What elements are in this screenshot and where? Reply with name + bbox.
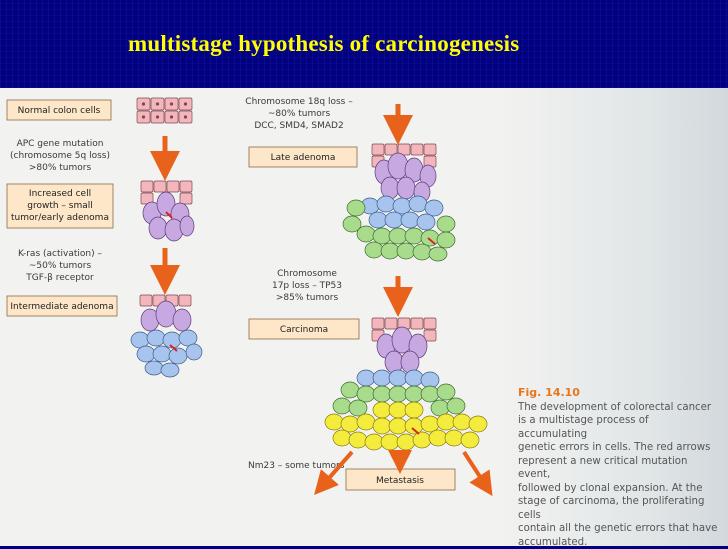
svg-text:~80% tumors: ~80% tumors bbox=[268, 109, 331, 119]
arrow-metastasis-right bbox=[462, 450, 493, 497]
slide-title: multistage hypothesis of carcinogenesis bbox=[128, 31, 520, 56]
svg-text:tumor/early adenoma: tumor/early adenoma bbox=[11, 213, 109, 223]
svg-text:>80% tumors: >80% tumors bbox=[29, 163, 92, 173]
svg-text:Metastasis: Metastasis bbox=[376, 476, 424, 486]
svg-text:Late adenoma: Late adenoma bbox=[271, 153, 336, 163]
carcinoma-illustration bbox=[324, 317, 488, 451]
svg-text:Increased cell: Increased cell bbox=[29, 189, 91, 199]
stage-box-growth: Increased cell growth – small tumor/earl… bbox=[6, 183, 114, 229]
caption-line: accumulated. bbox=[518, 536, 588, 548]
caption-line: followed by clonal expansion. At the bbox=[518, 482, 703, 494]
svg-text:Carcinoma: Carcinoma bbox=[280, 325, 328, 335]
chr18-text: Chromosome 18q loss – ~80% tumors DCC, S… bbox=[245, 97, 353, 131]
apc-text: APC gene mutation (chromosome 5q loss) >… bbox=[10, 139, 110, 173]
stage-box-metastasis: Metastasis bbox=[345, 468, 456, 491]
caption-line: genetic errors in cells. The red arrows bbox=[518, 442, 711, 453]
header-texture bbox=[0, 0, 728, 88]
svg-text:K-ras (activation) –: K-ras (activation) – bbox=[18, 249, 102, 259]
svg-text:>85% tumors: >85% tumors bbox=[276, 293, 339, 303]
early-adenoma-illustration bbox=[140, 180, 195, 242]
caption-line: The development of colorectal cancer bbox=[518, 401, 712, 413]
stage-label-normal: Normal colon cells bbox=[18, 106, 101, 116]
normal-colon-cells-illustration bbox=[136, 97, 193, 124]
svg-text:DCC, SMD4, SMAD2: DCC, SMD4, SMAD2 bbox=[254, 121, 343, 131]
svg-text:Chromosome 18q loss –: Chromosome 18q loss – bbox=[245, 97, 353, 107]
nm23-text: Nm23 – some tumors bbox=[248, 461, 345, 471]
svg-text:APC gene mutation: APC gene mutation bbox=[17, 139, 104, 149]
svg-text:TGF-β receptor: TGF-β receptor bbox=[25, 273, 94, 283]
svg-text:Intermediate adenoma: Intermediate adenoma bbox=[10, 302, 113, 312]
carcinogenesis-figure: Normal colon cells APC gene mutation (ch… bbox=[6, 97, 493, 497]
caption-line: represent a new critical mutation event, bbox=[518, 455, 688, 481]
svg-text:17p loss – TP53: 17p loss – TP53 bbox=[272, 281, 342, 291]
svg-text:~50% tumors: ~50% tumors bbox=[29, 261, 92, 271]
stage-box-intermediate: Intermediate adenoma bbox=[6, 295, 118, 317]
svg-text:Chromosome: Chromosome bbox=[277, 269, 337, 279]
slide-header bbox=[0, 0, 728, 88]
svg-text:growth – small: growth – small bbox=[27, 201, 93, 211]
stage-box-late-adenoma: Late adenoma bbox=[248, 146, 358, 168]
late-adenoma-illustration bbox=[342, 143, 456, 262]
chr17-text: Chromosome 17p loss – TP53 >85% tumors bbox=[272, 269, 342, 303]
kras-text: K-ras (activation) – ~50% tumors TGF-β r… bbox=[18, 249, 102, 283]
intermediate-adenoma-illustration bbox=[130, 294, 203, 378]
page-shading bbox=[500, 88, 728, 546]
caption-line: stage of carcinoma, the proliferating ce… bbox=[518, 496, 705, 521]
stage-box-carcinoma: Carcinoma bbox=[248, 318, 360, 340]
stage-box-normal: Normal colon cells bbox=[6, 99, 112, 121]
caption-line: is a multistage process of accumulating bbox=[518, 415, 649, 440]
svg-text:(chromosome 5q loss): (chromosome 5q loss) bbox=[10, 151, 110, 161]
figure-number: Fig. 14.10 bbox=[518, 386, 580, 399]
caption-line: contain all the genetic errors that have bbox=[518, 523, 718, 534]
arrow-metastasis-left bbox=[314, 450, 354, 495]
figure-caption: Fig. 14.10 The development of colorectal… bbox=[518, 386, 718, 549]
